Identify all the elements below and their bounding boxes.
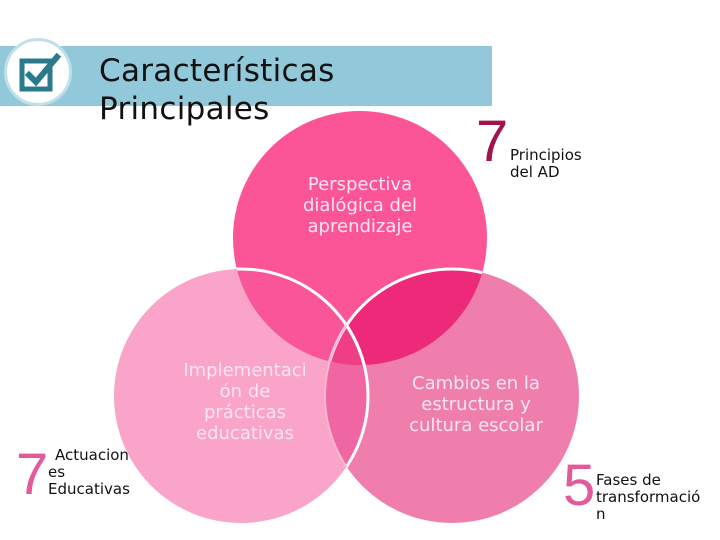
title-bar <box>0 46 492 106</box>
label-line: ón de <box>219 381 271 402</box>
label-line: aprendizaje <box>307 216 413 237</box>
label-line: cultura escolar <box>409 415 543 436</box>
stat-text: Fases de transformació n <box>596 472 700 523</box>
venn-label-left: Implementaci ón de prácticas educativas <box>160 360 330 444</box>
slide-title: Características Principales <box>99 52 335 128</box>
venn-overlap-top-right <box>325 269 487 365</box>
stat-text-line: Actuacion <box>55 446 129 464</box>
stat-number: 7 <box>476 109 509 174</box>
label-line: Implementaci <box>183 360 307 381</box>
label-line: Cambios en la <box>412 373 540 394</box>
title-line-2: Principales <box>99 91 270 127</box>
venn-label-right: Cambios en la estructura y cultura escol… <box>396 373 556 436</box>
label-line: estructura y <box>421 394 531 415</box>
stat-text: Actuacion es Educativas <box>48 447 130 498</box>
venn-label-top: Perspectiva dialógica del aprendizaje <box>270 174 450 237</box>
label-line: dialógica del <box>302 195 418 216</box>
stat-number: 5 <box>563 453 596 518</box>
stat-text-line: Fases de <box>596 471 661 489</box>
title-line-1: Características <box>99 53 335 89</box>
stat-text: Principios del AD <box>510 147 582 181</box>
stat-text-line: n <box>596 505 606 523</box>
stat-text-line: Educativas <box>48 480 130 498</box>
stat-text-line: Principios del AD <box>510 146 582 181</box>
stat-text-line: es <box>48 463 66 481</box>
stat-number: 7 <box>16 442 49 507</box>
checkbox-check-icon <box>19 52 61 92</box>
checkbox-icon-badge <box>4 38 72 106</box>
venn-overlap-top-left <box>233 269 368 365</box>
stat-text-line: transformació <box>596 488 701 506</box>
label-line: Perspectiva <box>307 174 413 195</box>
label-line: educativas <box>196 423 294 444</box>
label-line: prácticas <box>203 402 287 423</box>
